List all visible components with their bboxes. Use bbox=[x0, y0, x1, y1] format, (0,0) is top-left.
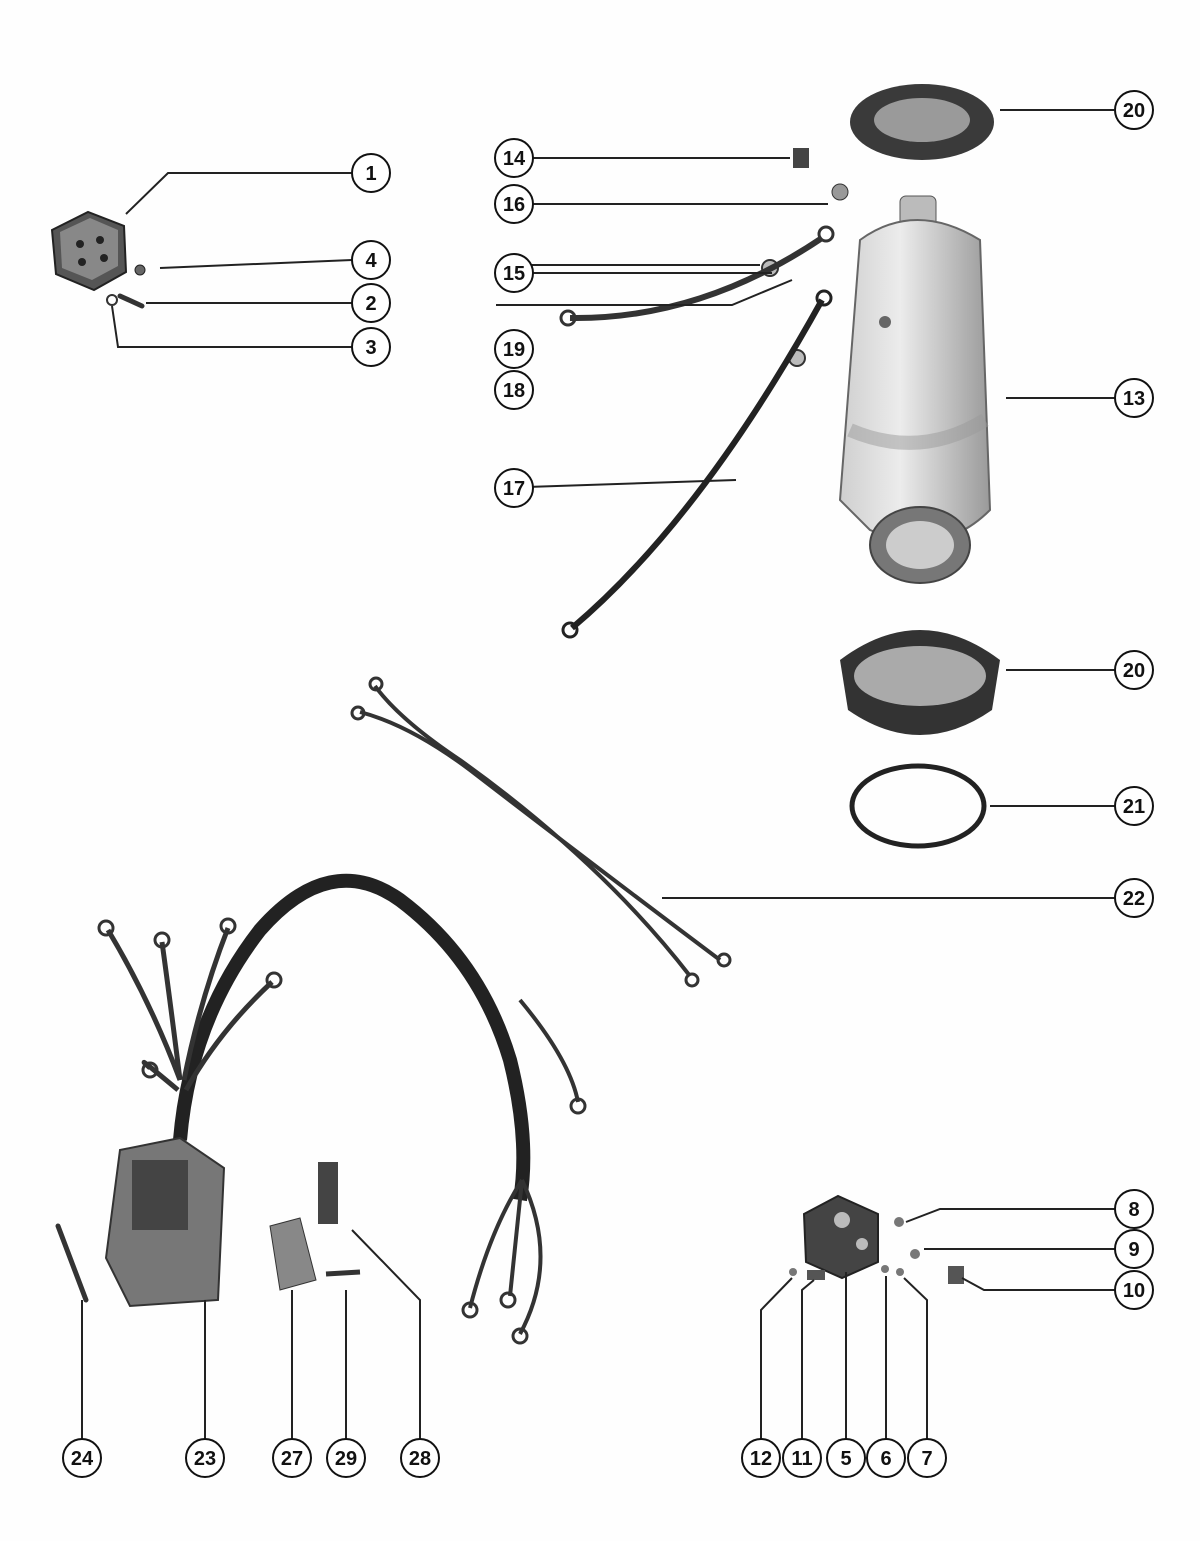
svg-text:1: 1 bbox=[365, 163, 376, 185]
callout-9: 9 bbox=[1114, 1229, 1154, 1269]
svg-text:6: 6 bbox=[880, 1448, 891, 1470]
pad-part-28 bbox=[318, 1162, 338, 1224]
svg-text:4: 4 bbox=[365, 250, 377, 272]
callout-13: 13 bbox=[1114, 378, 1154, 418]
bracket-part-27 bbox=[269, 1217, 317, 1291]
svg-text:8: 8 bbox=[1128, 1199, 1139, 1221]
svg-text:12: 12 bbox=[750, 1448, 772, 1470]
svg-text:21: 21 bbox=[1123, 796, 1145, 818]
callout-12: 12 bbox=[741, 1438, 781, 1478]
svg-text:15: 15 bbox=[503, 263, 525, 285]
callout-14: 14 bbox=[494, 138, 534, 178]
main-harness-part-23 bbox=[97, 873, 587, 1345]
callout-1: 1 bbox=[351, 153, 391, 193]
harness-part-22 bbox=[350, 676, 732, 988]
svg-text:22: 22 bbox=[1123, 888, 1145, 910]
callout-19: 19 bbox=[494, 329, 534, 369]
solenoid-part-5 bbox=[802, 1194, 879, 1280]
callout-6: 6 bbox=[866, 1438, 906, 1478]
ground-cable-part-17 bbox=[561, 289, 833, 639]
callout-18: 18 bbox=[494, 370, 534, 410]
leader-lines bbox=[81, 109, 1116, 1440]
small-parts-solenoid bbox=[789, 1217, 964, 1284]
callout-15: 15 bbox=[494, 253, 534, 293]
svg-text:29: 29 bbox=[335, 1448, 357, 1470]
callout-8: 8 bbox=[1114, 1189, 1154, 1229]
battery-cable-part-15 bbox=[559, 225, 835, 327]
callout-23: 23 bbox=[185, 1438, 225, 1478]
o-ring-part-21 bbox=[849, 763, 987, 849]
screw-part-24 bbox=[55, 1223, 89, 1303]
svg-text:19: 19 bbox=[503, 339, 525, 361]
svg-text:18: 18 bbox=[503, 380, 525, 402]
screw-part-2 bbox=[117, 293, 145, 309]
svg-text:16: 16 bbox=[503, 194, 525, 216]
callout-4: 4 bbox=[351, 240, 391, 280]
callout-16: 16 bbox=[494, 184, 534, 224]
washer-part-3 bbox=[106, 294, 118, 306]
svg-text:9: 9 bbox=[1128, 1239, 1139, 1261]
callout-11: 11 bbox=[782, 1438, 822, 1478]
rubber-cushion-bottom bbox=[840, 630, 1000, 735]
svg-text:24: 24 bbox=[71, 1448, 94, 1470]
svg-text:20: 20 bbox=[1123, 660, 1145, 682]
svg-text:10: 10 bbox=[1123, 1280, 1145, 1302]
callout-20-bottom: 20 bbox=[1114, 650, 1154, 690]
svg-text:14: 14 bbox=[503, 148, 526, 170]
svg-text:28: 28 bbox=[409, 1448, 431, 1470]
callout-2: 2 bbox=[351, 283, 391, 323]
rubber-cushion-top bbox=[850, 84, 994, 160]
svg-text:11: 11 bbox=[791, 1448, 812, 1470]
callout-21: 21 bbox=[1114, 786, 1154, 826]
svg-text:5: 5 bbox=[840, 1448, 851, 1470]
callout-22: 22 bbox=[1114, 878, 1154, 918]
svg-text:20: 20 bbox=[1123, 100, 1145, 122]
rectifier-part bbox=[50, 210, 128, 292]
callout-28: 28 bbox=[400, 1438, 440, 1478]
callout-29: 29 bbox=[326, 1438, 366, 1478]
callout-17: 17 bbox=[494, 468, 534, 508]
callout-27: 27 bbox=[272, 1438, 312, 1478]
svg-text:13: 13 bbox=[1123, 388, 1145, 410]
callout-7: 7 bbox=[907, 1438, 947, 1478]
callout-20-top: 20 bbox=[1114, 90, 1154, 130]
starter-motor-part bbox=[838, 195, 992, 584]
callout-3: 3 bbox=[351, 327, 391, 367]
svg-text:7: 7 bbox=[921, 1448, 932, 1470]
callout-5: 5 bbox=[826, 1438, 866, 1478]
callout-10: 10 bbox=[1114, 1270, 1154, 1310]
screw-part-29 bbox=[325, 1269, 361, 1277]
svg-text:23: 23 bbox=[194, 1448, 216, 1470]
svg-text:17: 17 bbox=[503, 478, 525, 500]
svg-text:3: 3 bbox=[365, 337, 376, 359]
callout-24: 24 bbox=[62, 1438, 102, 1478]
nut-part-4 bbox=[134, 264, 146, 276]
svg-text:2: 2 bbox=[365, 293, 376, 315]
svg-text:27: 27 bbox=[281, 1448, 303, 1470]
